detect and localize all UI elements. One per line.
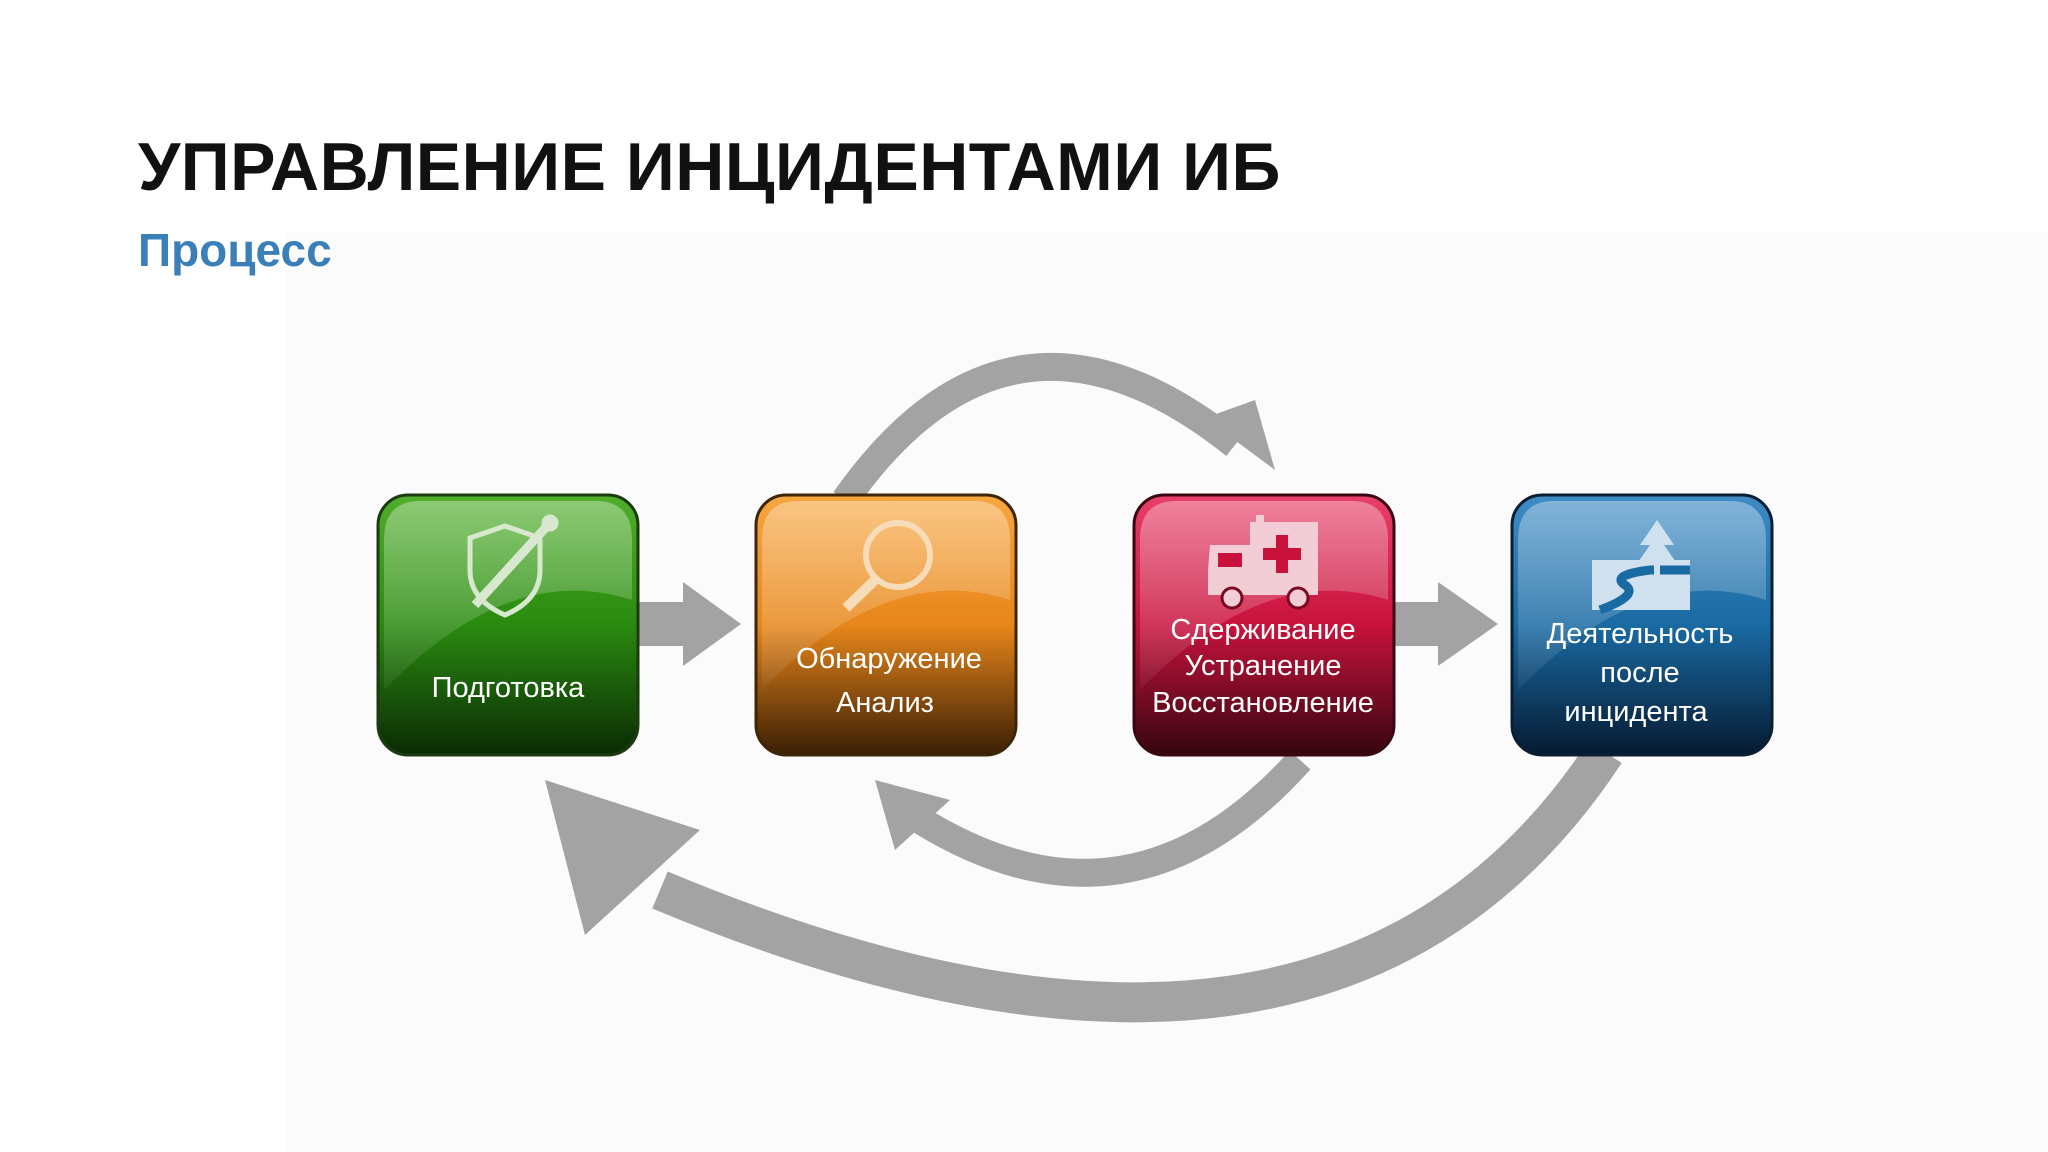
arrow-containment-back-to-analysis (875, 750, 1311, 887)
step-label: после (1600, 657, 1679, 689)
step-preparation: Подготовка (376, 493, 640, 757)
road-tree-icon (1592, 520, 1690, 615)
step-label: Деятельность (1547, 618, 1734, 650)
step-label: Анализ (836, 687, 934, 719)
step-label: инцидента (1564, 696, 1708, 728)
step-label: Подготовка (432, 672, 586, 704)
step-label: Сдерживание (1170, 614, 1355, 646)
step-post-incident: Деятельность после инцидента (1510, 493, 1774, 757)
step-detection-analysis: Обнаружение Анализ (754, 493, 1018, 757)
step-label: Восстановление (1152, 687, 1374, 719)
arrow-preparation-to-analysis (638, 582, 741, 666)
slide-subtitle: Процесс (138, 224, 332, 276)
shield-pen-icon (467, 514, 559, 618)
arrow-analysis-to-containment (833, 352, 1275, 509)
step-containment-recovery: Сдерживание Устранение Восстановление (1132, 493, 1396, 757)
ambulance-icon (1208, 515, 1318, 610)
magnifier-icon (842, 520, 933, 612)
step-label: Обнаружение (796, 643, 982, 675)
slide-title: УПРАВЛЕНИЕ ИНЦИДЕНТАМИ ИБ (138, 129, 1281, 205)
arrow-containment-to-post-incident (1393, 582, 1498, 666)
arrow-post-incident-back-to-preparation (545, 740, 1622, 1023)
step-label: Устранение (1184, 650, 1341, 682)
